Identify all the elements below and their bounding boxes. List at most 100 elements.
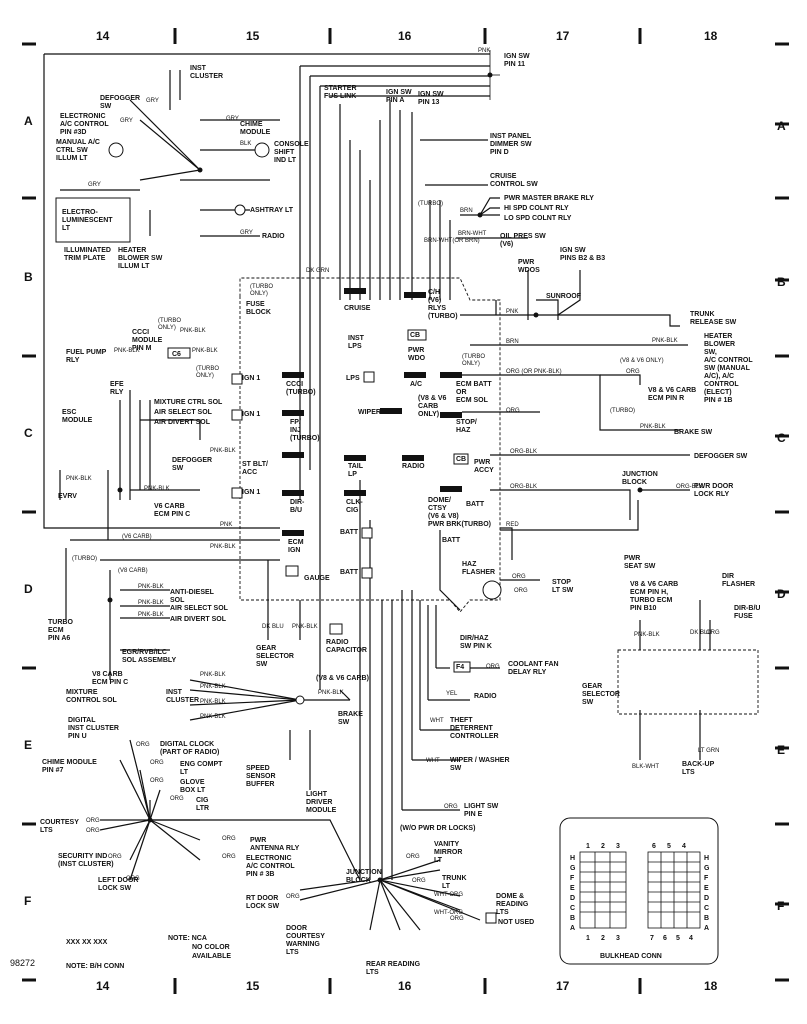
- bulkhead-bottom-left-3: 3: [616, 935, 620, 942]
- wire-org-13: ORG: [412, 878, 426, 884]
- bulkhead-row-left-g: G: [570, 865, 576, 872]
- col-18-top: 18: [704, 29, 718, 43]
- air-divert-sol-d: AIR DIVERT SOL: [170, 616, 227, 623]
- bulkhead-row-right-h: H: [704, 855, 709, 862]
- wire-org-10: ORG: [126, 876, 140, 882]
- fuse-radio: RADIO: [402, 463, 425, 470]
- wire-org-1: ORG: [136, 742, 150, 748]
- fuse-block-outline: [239, 277, 501, 613]
- pnk-top: PNK: [478, 48, 490, 54]
- col-14-bottom: 14: [96, 979, 110, 993]
- wire-dk-blu-2: DK BLU: [690, 630, 712, 636]
- wire-pnk-blk-6: PNK-BLK: [144, 486, 170, 492]
- brn-label: BRN: [460, 208, 473, 214]
- wire-blk-wht: BLK-WHT: [632, 764, 659, 770]
- fuse-ccci-turbo: CCCI(TURBO): [286, 381, 316, 396]
- wire-org-20: ORG: [626, 369, 640, 375]
- wire-pnk-blk-4: PNK-BLK: [210, 448, 236, 454]
- wire-turbo-c: (TURBO): [610, 408, 635, 414]
- lo-spd-colnt: LO SPD COLNT RLY: [504, 215, 572, 222]
- row-c-right: C: [777, 431, 786, 445]
- wire-org-4: ORG: [170, 796, 184, 802]
- row-a-left: A: [24, 114, 33, 128]
- column-labels-top: 14 15 16 17 18: [96, 29, 718, 43]
- bulkhead-bottom-right-4: 4: [689, 935, 693, 942]
- wire-gry-4: GRY: [240, 230, 253, 236]
- wire-org-8: ORG: [222, 854, 236, 860]
- wire-org-15: ORG: [444, 804, 458, 810]
- fuse-c6: C6: [172, 351, 181, 358]
- note-nca-2: NO COLOR: [192, 944, 230, 951]
- wire-v6-carb: (V6 CARB): [122, 534, 152, 540]
- wire-org-16: ORG: [486, 664, 500, 670]
- fuse-clk-cig: CLK-CIG: [346, 499, 363, 514]
- row-f-left: F: [24, 894, 31, 908]
- bulkhead-row-left-a: A: [570, 925, 575, 932]
- fuse-fp-inj: FP/INJ(TURBO): [290, 419, 320, 442]
- fuse-dir-bu: DIR-B/U: [290, 499, 305, 514]
- bulkhead-top-left-3: 3: [616, 843, 620, 850]
- wire-wht-org-1: WHT-ORG: [434, 892, 463, 898]
- fuse-lps: LPS: [346, 375, 360, 382]
- wire-pnk-blk-19: PNK-BLK: [634, 632, 660, 638]
- figure-number: 98272: [10, 958, 35, 968]
- bulkhead-bottom-right-7: 7: [650, 935, 654, 942]
- sunroof: SUNROOF: [546, 293, 582, 300]
- fuse-batt-1: BATT: [340, 529, 359, 536]
- wire-lt-grn: LT GRN: [698, 748, 719, 754]
- bulkhead-row-right-f: F: [704, 875, 709, 882]
- bulkhead-grid-right: [647, 851, 701, 929]
- fuse-gauge: GAUGE: [304, 575, 330, 582]
- radio-left: RADIO: [262, 233, 285, 240]
- fuse-batt-3: BATT: [466, 501, 485, 508]
- v8-v6-only: (V8 & V6 ONLY): [620, 358, 664, 364]
- bulkhead-row-right-c: C: [704, 905, 709, 912]
- wire-dk-blu: DK BLU: [262, 624, 284, 630]
- bulkhead-grid-left: [579, 851, 627, 929]
- wire-wht-org-2: WHT-ORG: [434, 910, 463, 916]
- col-14-top: 14: [96, 29, 110, 43]
- wire-org-17: ORG: [512, 574, 526, 580]
- bulkhead-top-left-1: 1: [586, 843, 590, 850]
- air-select-sol-c: AIR SELECT SOL: [154, 409, 213, 416]
- hi-spd-colnt: HI SPD COLNT RLY: [504, 205, 569, 212]
- wire-gry-2: GRY: [120, 118, 133, 124]
- wire-org-14: ORG: [450, 916, 464, 922]
- fuse-ac: A/C: [410, 381, 422, 388]
- wire-org-7: ORG: [222, 836, 236, 842]
- evrv: EVRV: [58, 493, 77, 500]
- wire-pnk-1: PNK: [220, 522, 232, 528]
- bulkhead-row-right-a: A: [704, 925, 709, 932]
- note-nca-1: NOTE: NCA: [168, 935, 207, 942]
- row-labels-left: A B C D E F: [24, 114, 33, 908]
- turbo-label-top: (TURBO): [418, 201, 443, 207]
